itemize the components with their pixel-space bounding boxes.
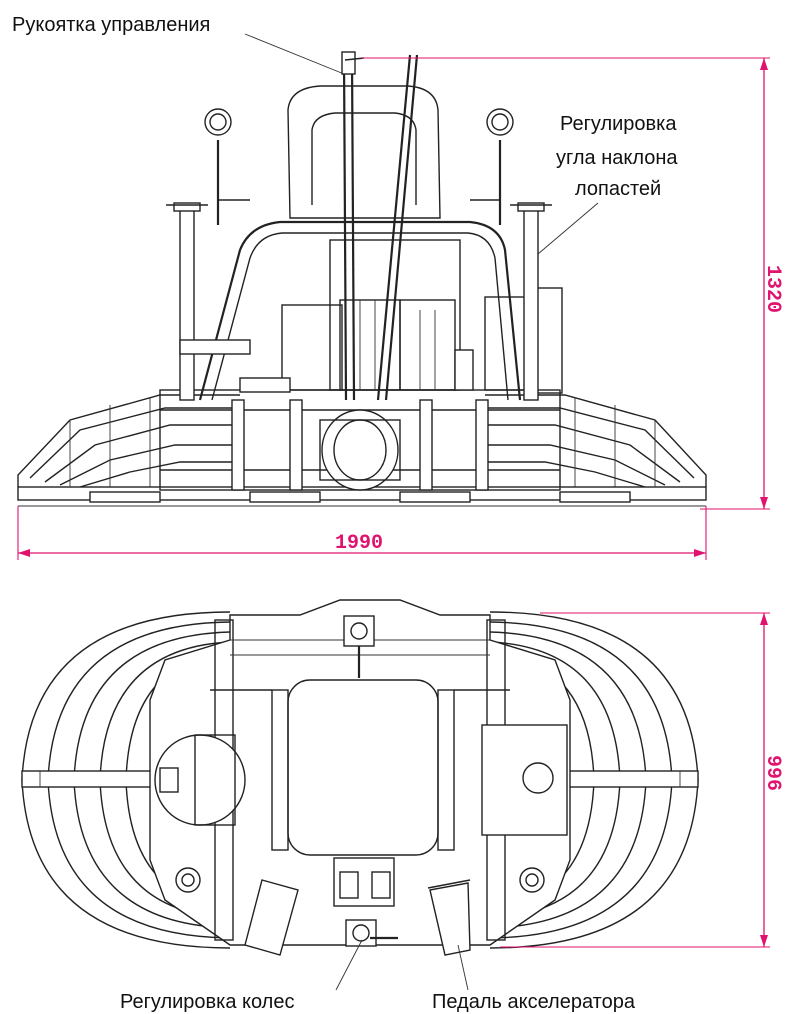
wheel-adjust-leader bbox=[335, 939, 363, 991]
left-blade-cage bbox=[17, 394, 240, 488]
operator-seat bbox=[287, 85, 441, 219]
right-control-handle bbox=[376, 54, 412, 401]
height-dimension: 1320 bbox=[761, 265, 784, 313]
front-view bbox=[17, 51, 707, 507]
left-gauge bbox=[204, 108, 232, 136]
blade-angle-label-line3: лопастей bbox=[575, 178, 661, 200]
top-dimensions bbox=[500, 612, 770, 948]
accelerator-leader bbox=[457, 944, 469, 991]
seat-top bbox=[287, 679, 439, 856]
engine-box bbox=[481, 724, 568, 836]
left-pitch-column bbox=[179, 209, 195, 401]
accelerator-pedal bbox=[429, 882, 471, 956]
control-handle-label: Рукоятка управления bbox=[12, 14, 210, 36]
accelerator-pedal-label: Педаль акселератора bbox=[432, 991, 636, 1013]
left-control-handle bbox=[342, 57, 348, 401]
depth-dimension: 996 bbox=[761, 755, 784, 791]
wheel-adjust-plate bbox=[244, 879, 299, 956]
top-view bbox=[21, 599, 699, 956]
front-dimensions bbox=[17, 57, 770, 560]
roll-bar bbox=[198, 220, 522, 401]
blade-angle-label-line1: Регулировка bbox=[560, 113, 677, 135]
control-handle-leader bbox=[244, 33, 345, 75]
blade-angle-leader bbox=[537, 202, 599, 255]
right-gauge bbox=[486, 108, 514, 136]
right-pitch-column bbox=[523, 209, 539, 401]
blade-angle-label-line2: угла наклона bbox=[556, 147, 678, 169]
right-blade-cage bbox=[485, 394, 707, 488]
width-dimension: 1990 bbox=[335, 532, 383, 555]
wheel-adjust-label: Регулировка колес bbox=[120, 991, 294, 1013]
